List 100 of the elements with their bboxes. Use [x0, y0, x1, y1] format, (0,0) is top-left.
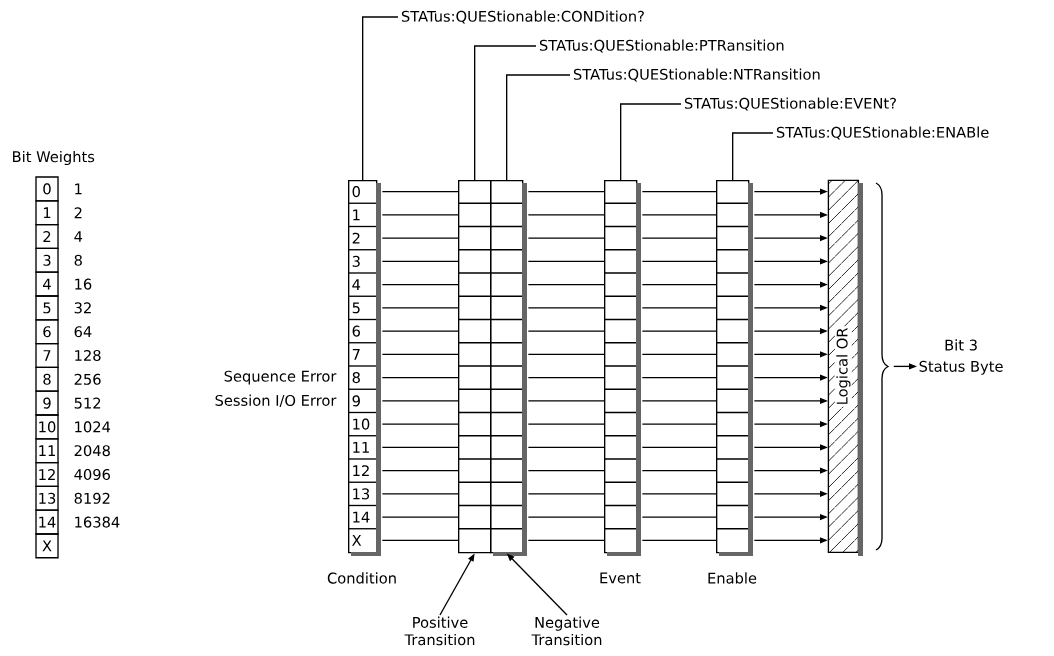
output-label: Bit 3 Status Byte — [919, 339, 1003, 375]
bit-weight: 8 — [74, 254, 82, 266]
bit-weight: 2 — [74, 207, 82, 219]
table-cell: 9 — [35, 390, 59, 416]
connector-line — [381, 469, 459, 472]
bit-weight: 4096 — [74, 468, 110, 481]
bit-weight: 64 — [74, 326, 92, 338]
register-label: Event — [600, 572, 641, 584]
connector-line — [381, 260, 459, 263]
signal-name: Session I/O Error — [215, 394, 337, 408]
connector-line — [641, 516, 717, 518]
connector-line — [527, 260, 605, 263]
connector-line — [527, 446, 605, 449]
register-label: Enable — [708, 572, 757, 584]
command-label: STATus:QUEStionable:PTRansition — [539, 39, 784, 53]
table-cell: 5 — [35, 295, 59, 321]
leader-line — [732, 132, 774, 181]
connector-line — [527, 376, 605, 379]
connector-line — [527, 423, 605, 425]
node-label: 4 — [352, 279, 361, 290]
register-column — [457, 180, 492, 554]
bit-weight: 8192 — [74, 492, 110, 504]
connector-line — [641, 376, 717, 379]
connector-line — [641, 214, 717, 216]
connector-line — [527, 214, 605, 216]
bit-weight: 1 — [75, 183, 82, 195]
connector-line — [641, 400, 717, 402]
table-cell: 1 — [35, 200, 59, 226]
connector-line — [527, 307, 605, 309]
connector-line — [381, 283, 459, 286]
leader-line — [362, 16, 399, 181]
node-label: X — [352, 535, 362, 546]
bit-weight: 1024 — [75, 421, 111, 433]
register-column: 0 1 2 3 4 5 6 7 8 9 10 11 12 13 14 X — [347, 180, 381, 556]
table-cell: 7 — [35, 342, 59, 369]
node-label: 7 — [352, 349, 360, 360]
command-label: STATus:QUEStionable:NTRansition — [573, 68, 820, 82]
leader-line — [620, 103, 682, 181]
connector-line — [381, 214, 459, 216]
connector-line — [641, 260, 717, 263]
bit-weight: 16 — [75, 278, 92, 290]
node-label: 5 — [352, 302, 360, 314]
register-column — [489, 180, 527, 556]
table-cell: X — [35, 533, 59, 559]
connector-line — [641, 330, 717, 332]
connector-line — [381, 353, 459, 356]
table-cell: 13 — [35, 485, 59, 511]
connector-line — [381, 400, 459, 402]
connector-line — [641, 446, 717, 449]
table-cell: 0 — [35, 176, 59, 202]
table-cell: 6 — [35, 319, 59, 345]
connector-line — [527, 493, 605, 495]
connector-line — [381, 423, 459, 425]
connector-line — [527, 516, 605, 518]
node-label: 8 — [352, 372, 360, 384]
node-label: 6 — [352, 325, 361, 337]
table-cell: 10 — [35, 414, 59, 440]
connector-line — [381, 330, 459, 332]
connector-line — [527, 190, 605, 193]
connector-line — [527, 469, 605, 472]
node-label: 11 — [353, 442, 369, 453]
command-label: STATus:QUEStionable:EVENt? — [684, 97, 896, 111]
connector-line — [381, 539, 459, 542]
connector-line — [381, 516, 459, 518]
connector-line — [641, 353, 717, 356]
connector-line — [527, 283, 605, 286]
connector-line — [527, 330, 605, 332]
connector-line — [381, 190, 459, 193]
connector-line — [641, 283, 717, 286]
node-label: 3 — [352, 255, 360, 267]
register-label: Condition — [327, 572, 396, 584]
table-cell: 3 — [35, 247, 59, 273]
table-cell: 4 — [35, 271, 59, 297]
connector-line — [381, 307, 459, 309]
bit-weight: 4 — [74, 231, 83, 242]
node-label: 14 — [353, 511, 370, 523]
connector-line — [641, 307, 717, 309]
transition-label: Positive Transition — [404, 616, 475, 646]
connector-line — [527, 539, 605, 542]
node-label: 0 — [352, 186, 360, 198]
command-label: STATus:QUEStionable:CONDition? — [401, 10, 644, 24]
connector-line — [527, 400, 605, 402]
connector-line — [381, 446, 459, 449]
table-cell: 14 — [35, 509, 59, 535]
table-cell: 8 — [35, 366, 59, 392]
connector-line — [641, 423, 717, 425]
bit-weight: 16384 — [75, 516, 120, 528]
bit-weight: 512 — [74, 397, 101, 409]
connector-line — [381, 493, 459, 495]
bit-weight: 128 — [75, 349, 101, 362]
bit-weight: 32 — [74, 302, 91, 314]
table-cell: 11 — [35, 438, 59, 464]
node-label: 1 — [353, 209, 360, 221]
connector-line — [641, 493, 717, 495]
connector-line — [641, 469, 717, 472]
node-label: 13 — [353, 488, 370, 500]
connector-line — [641, 539, 717, 542]
connector-line — [381, 376, 459, 379]
signal-name: Sequence Error — [224, 370, 337, 385]
connector-line — [527, 353, 605, 356]
